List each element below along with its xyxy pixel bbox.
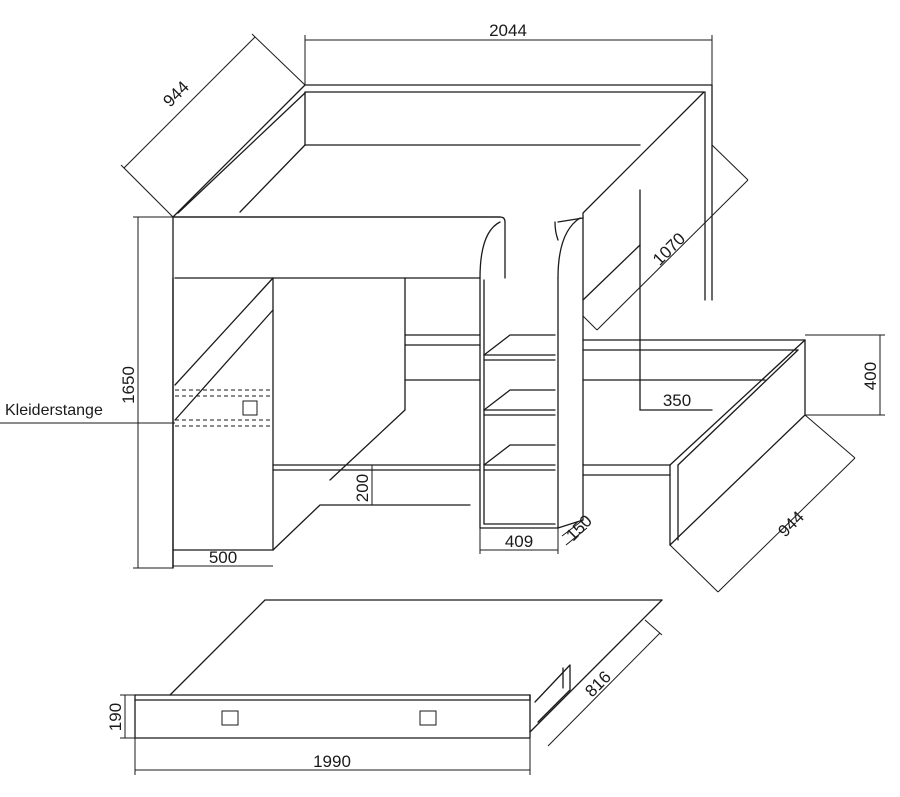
dim-lower-depth: 944 [774,507,807,540]
dim-top-depth: 944 [159,77,192,110]
handle-icon [242,400,258,416]
drawer-handle-right-icon [419,710,437,726]
dim-drawer-height: 190 [106,703,125,731]
upper-bed-frame [172,84,713,301]
right-desk [582,189,806,546]
dim-shelf-height: 200 [353,474,372,502]
clothes-rail-label: Kleiderstange [5,402,103,419]
dim-ladder-width: 409 [505,532,533,551]
dim-drawer-depth: 816 [581,667,614,700]
ladder-and-shelves [404,217,584,529]
left-wardrobe [172,216,506,569]
dim-top-width: 2044 [489,21,527,40]
drawer-unit [134,599,663,739]
dim-drawer-width: 1990 [313,752,351,771]
dim-desk-width: 350 [663,391,691,410]
dim-wardrobe-width: 500 [209,548,237,567]
dim-desk-height: 400 [861,362,880,390]
dim-ladder-depth: 150 [562,511,595,544]
dim-rear-height: 1070 [649,229,689,269]
drawer-handle-left-icon [221,710,239,726]
dimension-lines [0,33,885,775]
dim-total-height: 1650 [119,366,138,404]
